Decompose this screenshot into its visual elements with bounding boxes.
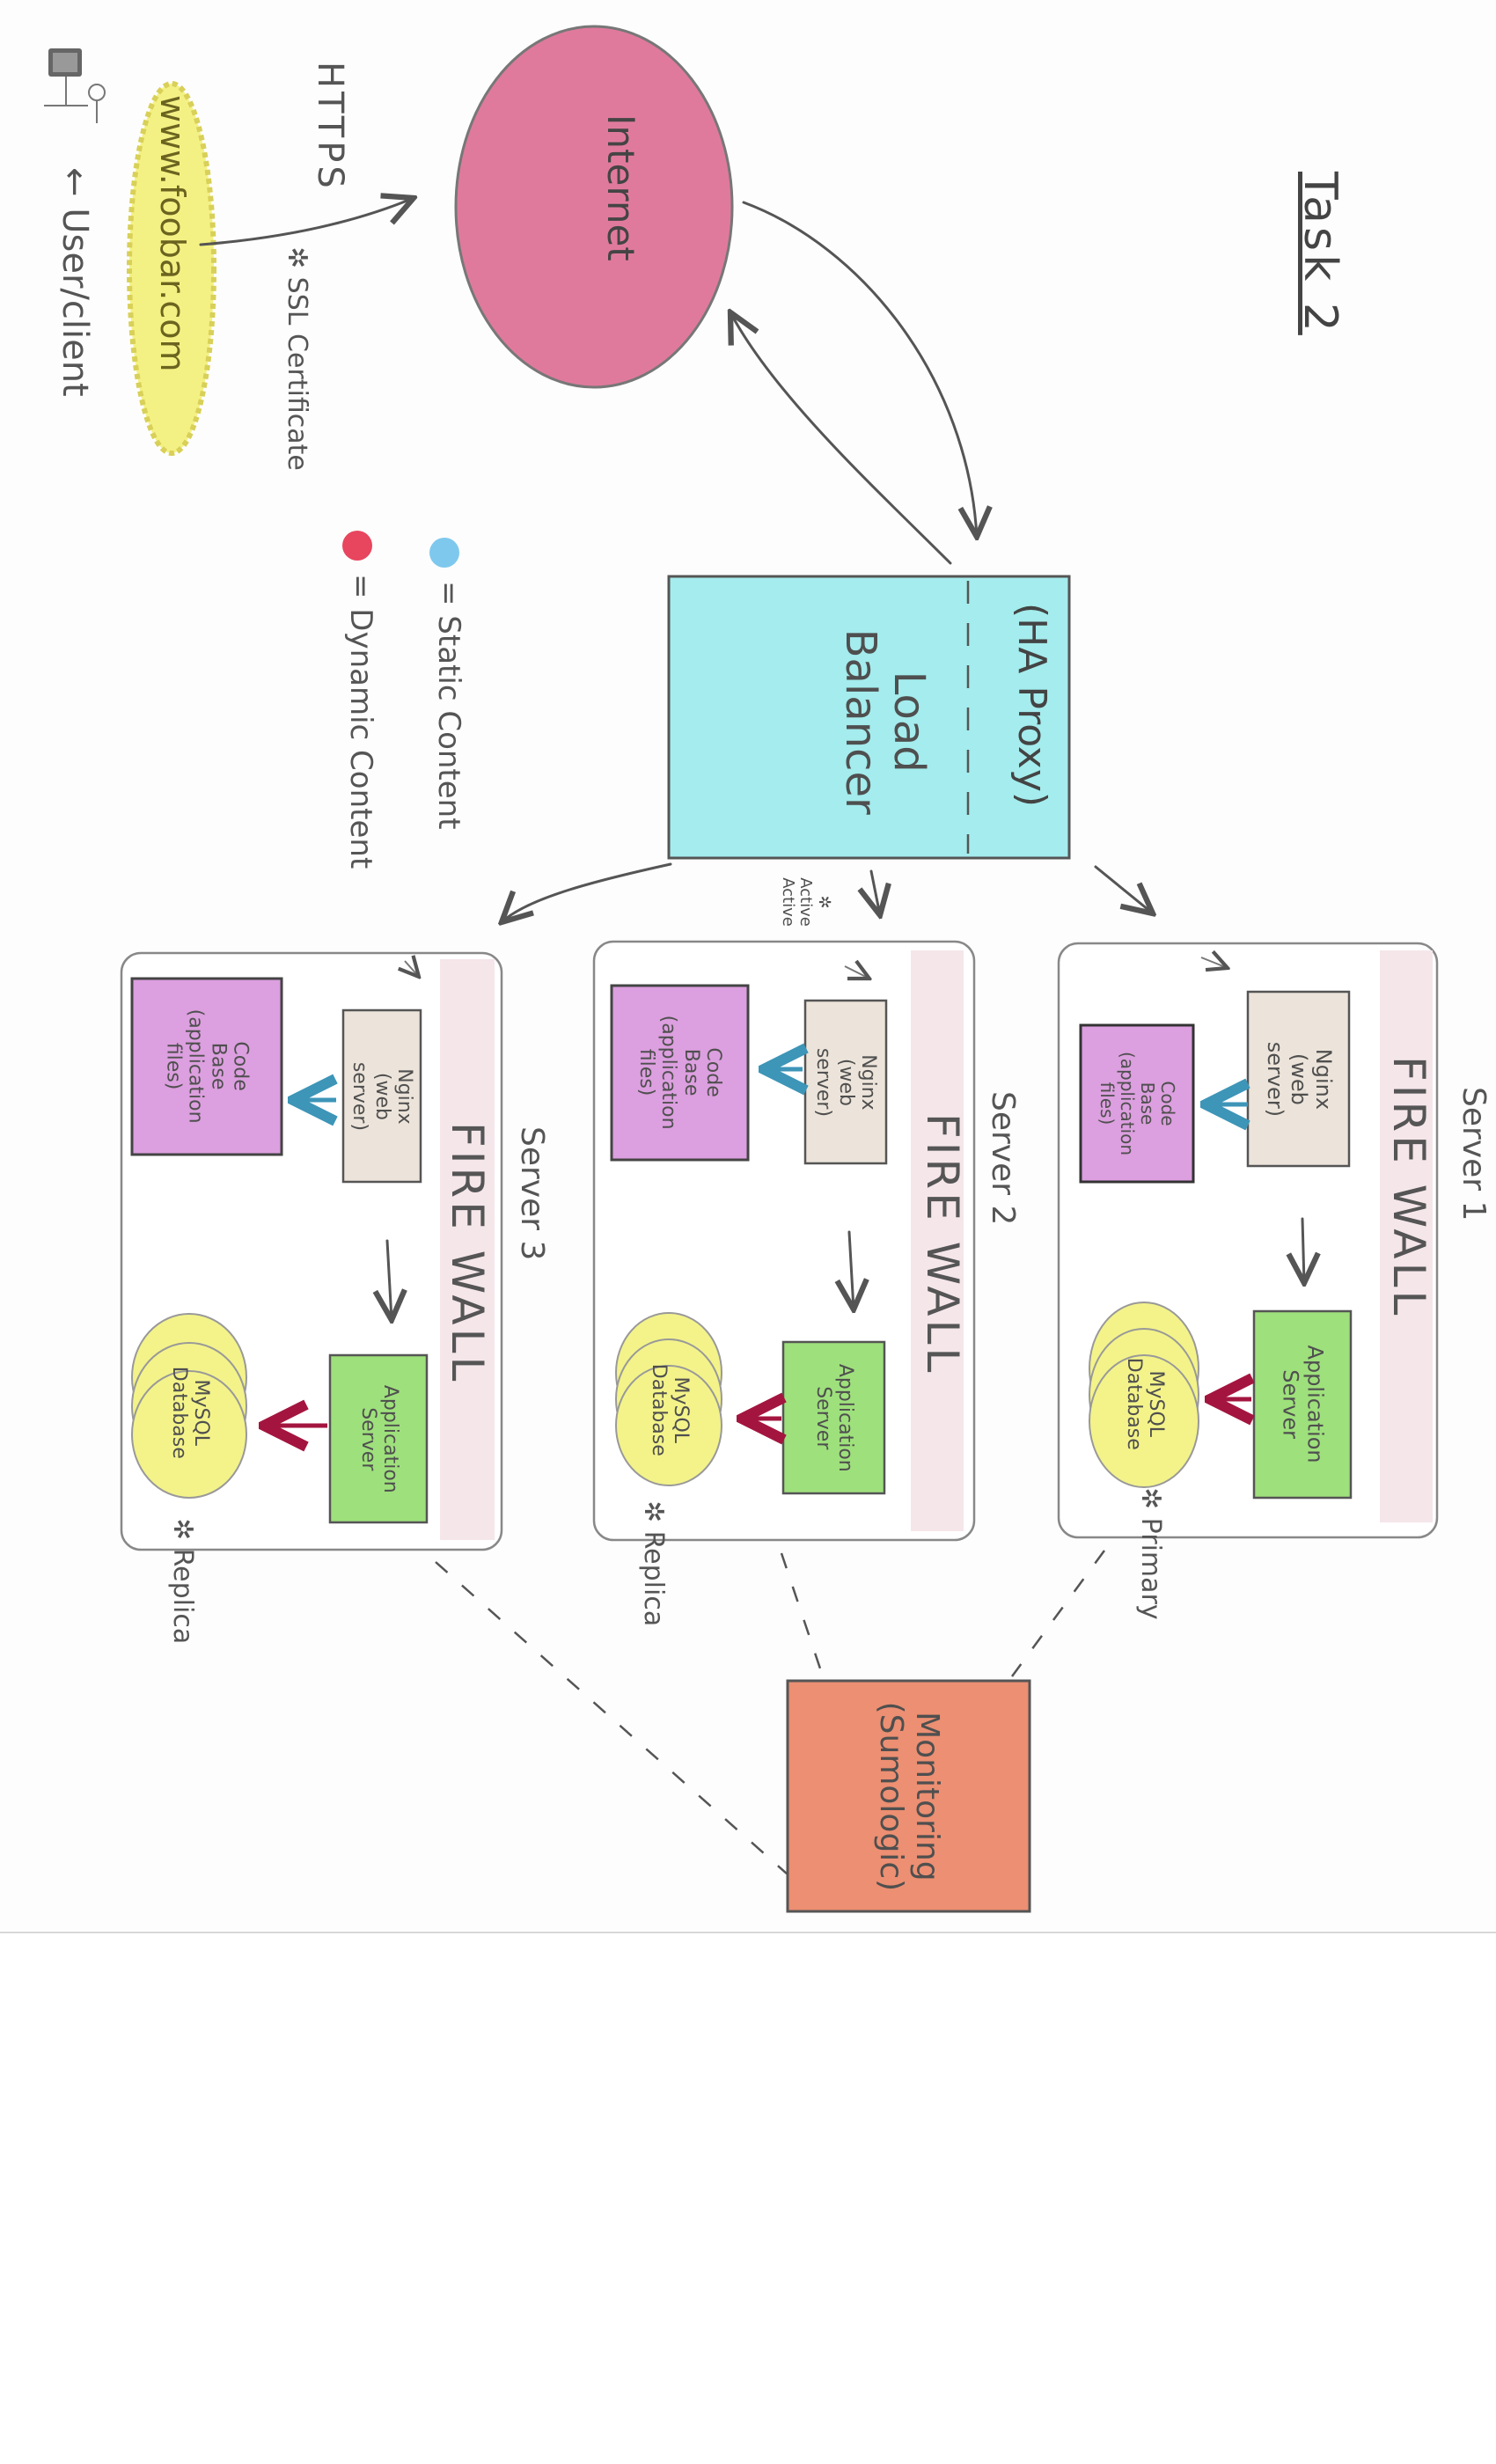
page-title: Task 2 xyxy=(1294,172,1346,335)
server-2-database xyxy=(615,1312,722,1486)
monitoring-label: Monitoring (Sumologic) xyxy=(872,1701,945,1891)
server-1-nginx-label: Nginx (web server) xyxy=(1262,1041,1336,1117)
ssl-certificate-label: ✲ SSL Certificate xyxy=(282,246,312,471)
legend-dynamic-label: = Dynamic Content xyxy=(343,574,378,869)
load-balancer-box xyxy=(667,575,1071,860)
monitor-link-server-1 xyxy=(1010,1550,1106,1677)
server-2-codebase-box xyxy=(610,984,750,1162)
lb-to-server3-arrow xyxy=(502,862,672,922)
server-2-app-box xyxy=(781,1340,886,1495)
server-3-app-box xyxy=(328,1353,429,1524)
server-2-app-label: Application Server xyxy=(811,1363,856,1472)
server-3-nginx-box xyxy=(341,1008,422,1184)
server-3-firewall-label: FIRE WALL xyxy=(442,1122,493,1385)
server-1-codebase-box xyxy=(1079,1023,1195,1184)
server-1-codebase-label: Code Base (application files) xyxy=(1096,1051,1178,1156)
server-2-codebase-label: Code Base (application files) xyxy=(635,1016,725,1130)
lb-to-server2-arrow xyxy=(871,869,880,915)
scan-margin xyxy=(0,1933,1496,2464)
load-balancer-name: (HA Proxy) xyxy=(1009,603,1054,808)
load-balancer-label: Load Balancer xyxy=(836,628,935,815)
monitor-link-server-2 xyxy=(780,1552,825,1677)
server-1-role: ✲ Primary xyxy=(1135,1487,1166,1620)
https-label: HTTPS xyxy=(310,62,350,192)
server-3-database xyxy=(131,1313,247,1499)
static-legend-dot xyxy=(429,538,459,568)
server-3-db-label: MySQL Database xyxy=(166,1366,212,1459)
dynamic-legend-dot xyxy=(342,531,372,561)
server-3-nginx-label: Nginx (web server) xyxy=(348,1061,415,1131)
server-2-db-label: MySQL Database xyxy=(646,1364,692,1456)
user-client-icon xyxy=(44,48,106,123)
load-balancer-mode: ✲ Active Active xyxy=(778,877,834,927)
monitor-link-server-3 xyxy=(435,1561,788,1875)
server-2-title: Server 2 xyxy=(985,1091,1021,1226)
server-1-title: Server 1 xyxy=(1456,1087,1492,1221)
site-blob xyxy=(127,81,216,456)
user-client-label: ← User/client xyxy=(55,167,95,397)
server-2-nginx-box xyxy=(803,999,888,1165)
internet-cloud xyxy=(454,25,734,389)
site-url: www.foobar.com xyxy=(153,95,192,372)
server-2-nginx-label: Nginx (web server) xyxy=(812,1047,879,1117)
lb-to-server1-arrow xyxy=(1094,865,1153,913)
server-3-title: Server 3 xyxy=(514,1126,550,1261)
server-3-app-label: Application Server xyxy=(356,1384,401,1493)
client-to-internet-arrow xyxy=(199,198,414,246)
server-1-database xyxy=(1089,1302,1199,1488)
internet-to-lb-arrow xyxy=(742,201,977,537)
monitoring-box xyxy=(786,1679,1031,1913)
lb-to-internet-arrow xyxy=(730,312,952,565)
internet-label: Internet xyxy=(599,114,642,261)
server-3-codebase-box xyxy=(130,977,283,1156)
legend-static-label: = Static Content xyxy=(431,581,466,830)
server-1-db-label: MySQL Database xyxy=(1122,1357,1167,1450)
server-1-firewall-label: FIRE WALL xyxy=(1383,1056,1434,1319)
server-3-role: ✲ Replica xyxy=(167,1518,198,1645)
server-1-app-label: Application Server xyxy=(1279,1345,1328,1464)
server-2-role: ✲ Replica xyxy=(638,1500,669,1627)
server-2-firewall-label: FIRE WALL xyxy=(917,1113,968,1376)
server-1-app-box xyxy=(1252,1309,1353,1500)
server-3-codebase-label: Code Base (application files) xyxy=(162,1009,252,1124)
